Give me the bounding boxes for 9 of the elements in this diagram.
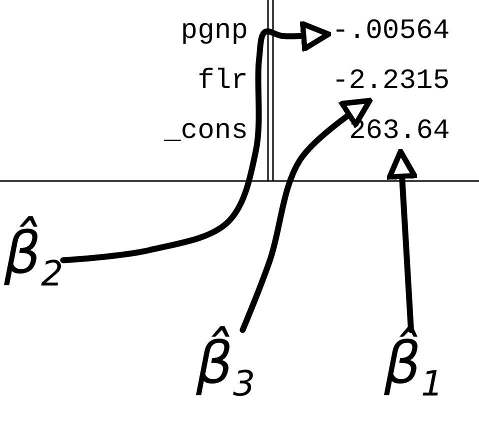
coefficient-value: 263.64 <box>349 116 450 148</box>
row-label: pgnp <box>180 16 248 48</box>
arrow <box>386 148 418 333</box>
row-label: flr <box>198 66 248 98</box>
arrow <box>240 98 372 333</box>
arrow <box>60 21 332 264</box>
row-label: _cons <box>164 116 248 148</box>
coefficient-value: -.00564 <box>332 16 450 48</box>
coefficient-value: -2.2315 <box>332 66 450 98</box>
